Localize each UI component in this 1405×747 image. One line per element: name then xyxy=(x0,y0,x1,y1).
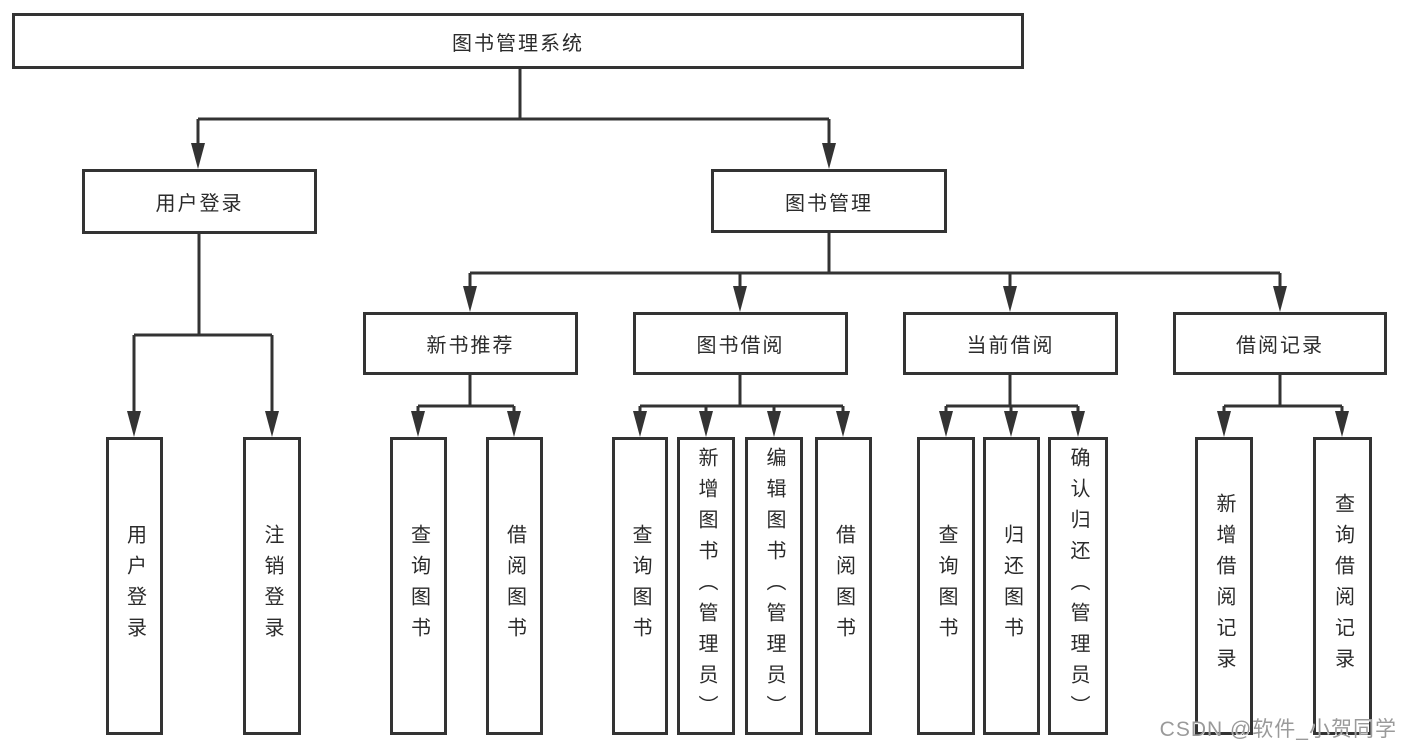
node-book-management: 图书管理 xyxy=(711,169,947,233)
node-label: 图书管理系统 xyxy=(452,32,584,55)
arrowhead xyxy=(463,286,477,312)
arrowhead xyxy=(1273,286,1287,312)
node-label: 图书管理 xyxy=(785,192,873,215)
arrowhead xyxy=(191,143,205,169)
node-label: 图书借阅 xyxy=(696,335,785,357)
arrowhead xyxy=(507,411,521,437)
node-book-borrowing: 图书借阅 xyxy=(633,312,848,375)
arrowhead xyxy=(1003,286,1017,312)
leaf-label: 注销登录 xyxy=(261,524,283,648)
leaf-borrowing-add-books-admin: 新增图书（管理员） xyxy=(677,437,735,735)
leaf-borrowing-edit-books-admin: 编辑图书（管理员） xyxy=(745,437,803,735)
arrowhead xyxy=(1004,411,1018,437)
node-label: 用户登录 xyxy=(155,193,244,215)
leaf-current-confirm-return-admin: 确认归还（管理员） xyxy=(1048,437,1108,735)
arrowhead xyxy=(836,411,850,437)
node-user-login: 用户登录 xyxy=(82,169,317,234)
arrowhead xyxy=(822,143,836,169)
leaf-logout: 注销登录 xyxy=(243,437,301,735)
leaf-label: 查询图书 xyxy=(629,524,651,648)
arrowhead xyxy=(633,411,647,437)
leaf-borrowing-query-books: 查询图书 xyxy=(612,437,668,735)
arrowhead xyxy=(767,411,781,437)
leaf-newbook-borrow-books: 借阅图书 xyxy=(486,437,543,735)
arrowhead xyxy=(1071,411,1085,437)
arrowhead xyxy=(699,411,713,437)
leaf-label: 用户登录 xyxy=(123,524,146,648)
node-label: 当前借阅 xyxy=(966,335,1055,357)
leaf-label: 借阅图书 xyxy=(503,524,526,648)
arrowhead xyxy=(1335,411,1349,437)
leaf-newbook-query-books: 查询图书 xyxy=(390,437,447,735)
node-book-management-system: 图书管理系统 xyxy=(12,13,1024,69)
arrowheads xyxy=(127,143,1349,437)
leaf-records-add-borrow-record: 新增借阅记录 xyxy=(1195,437,1253,735)
leaf-user-login: 用户登录 xyxy=(106,437,163,735)
leaf-label: 查询借阅记录 xyxy=(1331,493,1354,679)
connector-strokes xyxy=(132,69,1344,419)
node-label: 借阅记录 xyxy=(1236,335,1324,357)
arrowhead xyxy=(265,411,279,437)
arrowhead xyxy=(127,411,141,437)
leaf-records-query-borrow-record: 查询借阅记录 xyxy=(1313,437,1372,735)
leaf-label: 查询图书 xyxy=(935,524,957,648)
node-new-book-recommend: 新书推荐 xyxy=(363,312,578,375)
node-current-borrowing: 当前借阅 xyxy=(903,312,1118,375)
leaf-label: 归还图书 xyxy=(1000,524,1023,648)
leaf-label: 确认归还（管理员） xyxy=(1067,446,1089,726)
leaf-label: 借阅图书 xyxy=(832,524,855,648)
leaf-label: 新增借阅记录 xyxy=(1213,493,1235,679)
arrowhead xyxy=(939,411,953,437)
node-borrowing-records: 借阅记录 xyxy=(1173,312,1387,375)
leaf-current-query-books: 查询图书 xyxy=(917,437,975,735)
arrowhead xyxy=(1217,411,1231,437)
arrowhead xyxy=(411,411,425,437)
leaf-borrowing-borrow-books: 借阅图书 xyxy=(815,437,872,735)
leaf-current-return-books: 归还图书 xyxy=(983,437,1040,735)
leaf-label: 新增图书（管理员） xyxy=(695,446,717,726)
node-label: 新书推荐 xyxy=(426,335,515,357)
arrowhead xyxy=(733,286,747,312)
leaf-label: 编辑图书（管理员） xyxy=(763,446,785,726)
leaf-label: 查询图书 xyxy=(407,524,430,648)
csdn-watermark: CSDN @软件_小贺同学 xyxy=(1159,718,1397,741)
